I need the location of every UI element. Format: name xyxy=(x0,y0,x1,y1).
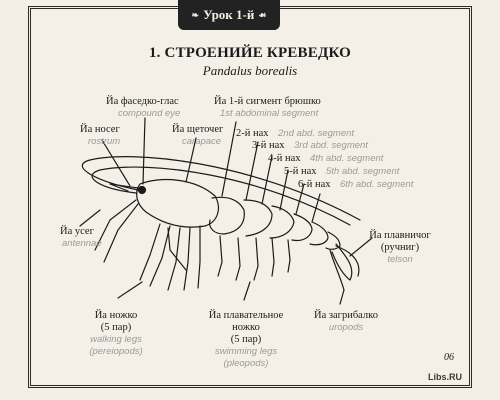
label-abd-segment-4: 4-й нах xyxy=(268,153,301,164)
page-title: 1. СТРОЕНИЙЕ КРЕВЕДКО xyxy=(148,45,352,61)
page-subtitle: Pandalus borealis xyxy=(202,63,298,78)
label-abd-segment-6: 6-й нах xyxy=(298,179,331,190)
label-abd-segment-5: 5-й нах xyxy=(284,166,317,177)
ornament-right-icon: ☙ xyxy=(258,9,267,20)
label-walking-legs-en-2: (pereiopods) xyxy=(89,346,143,357)
label-abd-segment-1: Йа 1-й сигмент брюшко xyxy=(214,96,321,107)
label-telson-en: telson xyxy=(387,254,413,265)
label-swimming-legs-en: swimming legs xyxy=(214,346,278,357)
label-compound-eye-en: compound eye xyxy=(118,108,181,119)
ornament-left-icon: ❧ xyxy=(191,9,200,20)
label-swimming-legs-2: ножко xyxy=(232,322,260,333)
label-rostrum: Йа носег xyxy=(80,124,120,135)
label-rostrum-en: rostrum xyxy=(88,136,121,147)
label-walking-legs-en: walking legs xyxy=(90,334,142,345)
lesson-tab: ❧ Урок 1-й ☙ xyxy=(178,0,280,30)
label-antennae: Йа усег xyxy=(60,226,94,237)
label-abd-segment-3: 3-й нах xyxy=(252,140,285,151)
label-uropods: Йа загрибалко xyxy=(313,310,378,321)
label-antennae-en: antennae xyxy=(62,238,102,249)
lesson-tab-label: Урок 1-й xyxy=(203,7,255,22)
label-abd-segment-4-en: 4th abd. segment xyxy=(310,153,384,164)
label-abd-segment-2: 2-й нах xyxy=(236,128,269,139)
label-swimming-legs-en-2: (pleopods) xyxy=(223,358,269,369)
label-swimming-legs-3: (5 пар) xyxy=(230,334,262,345)
label-abd-segment-6-en: 6th abd. segment xyxy=(340,179,414,190)
label-carapace: Йа щеточег xyxy=(172,124,224,135)
page-number: 06 xyxy=(444,352,454,363)
label-abd-segment-1-en: 1st abdominal segment xyxy=(220,108,319,119)
label-abd-segment-3-en: 3rd abd. segment xyxy=(294,140,368,151)
label-uropods-en: uropods xyxy=(328,322,364,333)
label-abd-segment-2-en: 2nd abd. segment xyxy=(278,128,355,139)
label-walking-legs-2: (5 пар) xyxy=(100,322,132,333)
label-telson-2: (ручниг) xyxy=(380,242,420,253)
watermark: Libs.RU xyxy=(427,372,462,382)
label-walking-legs: Йа ножко xyxy=(94,310,138,321)
label-swimming-legs: Йа плавательное xyxy=(208,310,284,321)
label-telson: Йа плавничог xyxy=(369,230,431,241)
label-compound-eye: Йа фаседко-глас xyxy=(106,96,179,107)
label-abd-segment-5-en: 5th abd. segment xyxy=(326,166,400,177)
page-frame xyxy=(28,6,472,388)
label-carapace-en: carapace xyxy=(182,136,222,147)
